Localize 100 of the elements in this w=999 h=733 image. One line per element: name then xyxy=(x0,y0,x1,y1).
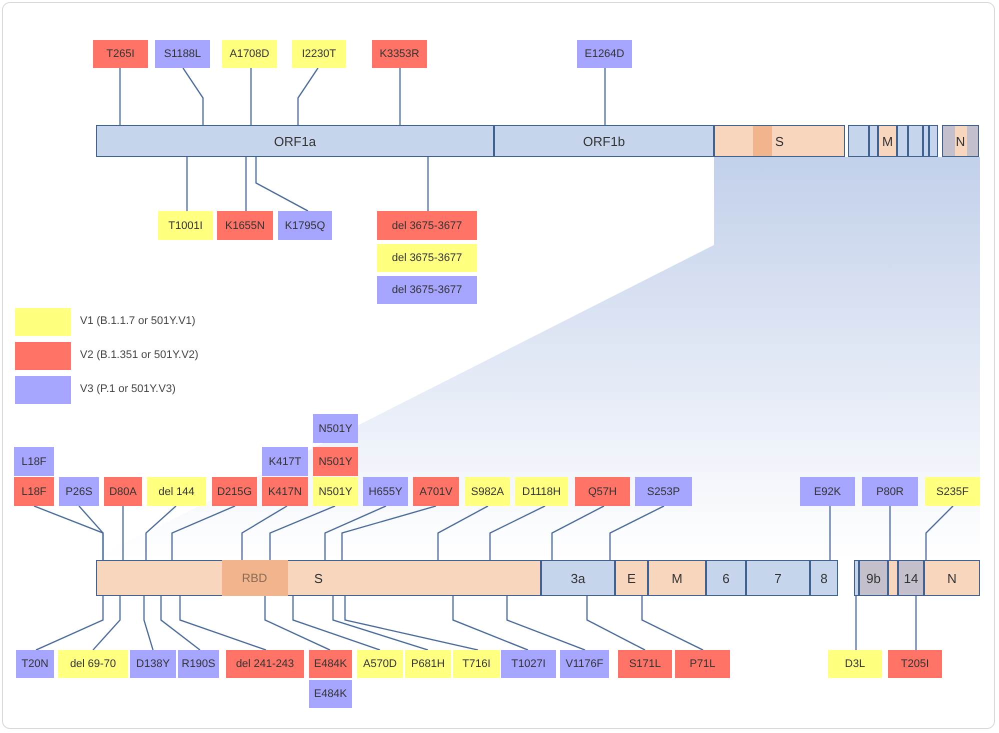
leader-line xyxy=(122,506,124,560)
leader-line xyxy=(925,506,954,560)
gene-segment xyxy=(854,560,859,596)
gene-segment: 6 xyxy=(706,560,746,596)
gene-segment: 7 xyxy=(746,560,810,596)
mutation-tag: T1027I xyxy=(501,650,556,678)
leader-line xyxy=(344,596,478,651)
mutation-tag: K417N xyxy=(262,477,308,506)
leader-line xyxy=(171,505,236,560)
leader-line xyxy=(145,506,176,560)
gene-label: S xyxy=(314,570,323,586)
leader-line xyxy=(506,596,586,651)
leader-line xyxy=(452,596,528,651)
mutation-tag: D80A xyxy=(104,477,142,506)
leader-line xyxy=(324,505,386,560)
mutation-tag: S171L xyxy=(618,650,672,678)
mutation-tag: S235F xyxy=(925,477,980,506)
mutation-tag: K3353R xyxy=(372,40,427,68)
mutation-tag: I2230T xyxy=(292,40,346,68)
mutation-tag: K1795Q xyxy=(278,211,332,240)
leader-line xyxy=(255,157,308,212)
leader-line xyxy=(889,506,891,560)
mutation-tag: P80R xyxy=(862,477,918,506)
mutation-tag: E484K xyxy=(309,650,352,678)
mutation-tag: del 3675-3677 xyxy=(377,276,477,304)
leader-line xyxy=(609,505,664,560)
gene-segment: 8 xyxy=(810,560,838,596)
gene-segment: 3a xyxy=(541,560,615,596)
leader-line xyxy=(264,596,330,651)
mutation-tag: D215G xyxy=(212,477,257,506)
gene-label: S xyxy=(775,134,784,148)
leader-line xyxy=(182,68,204,125)
mutation-tag: del 144 xyxy=(147,477,206,506)
domain-region: RBD xyxy=(222,560,288,596)
mutation-tag: Q57H xyxy=(575,477,630,506)
legend-text: V3 (P.1 or 501Y.V3) xyxy=(80,383,176,395)
leader-line xyxy=(297,68,319,125)
gene-segment xyxy=(869,125,878,157)
mutation-tag: H655Y xyxy=(363,477,408,506)
mutation-tag: S982A xyxy=(465,477,510,506)
leader-line xyxy=(179,596,266,651)
leader-line xyxy=(437,505,488,560)
mutation-tag: del 3675-3677 xyxy=(377,244,477,272)
gene-label: N xyxy=(956,134,966,148)
leader-line xyxy=(915,596,917,650)
leader-line xyxy=(829,506,831,560)
legend-text: V2 (B.1.351 or 501Y.V2) xyxy=(80,349,198,361)
mutation-tag: D138Y xyxy=(130,650,176,678)
gene-segment xyxy=(942,125,979,157)
gene-segment xyxy=(929,125,938,157)
leader-line xyxy=(641,596,704,651)
mutation-tag: D3L xyxy=(828,650,882,678)
leader-line xyxy=(427,157,429,211)
leader-line xyxy=(241,505,288,560)
mutation-tag: T716I xyxy=(453,650,500,678)
gene-segment: 9b xyxy=(859,560,888,596)
gene-segment xyxy=(96,560,541,596)
leader-line xyxy=(119,68,121,125)
leader-line xyxy=(186,157,188,211)
leader-line xyxy=(78,506,104,560)
mutation-tag: V1176F xyxy=(560,650,609,678)
leader-line xyxy=(855,596,857,650)
mutation-tag: E484K xyxy=(309,680,352,708)
gene-segment: N xyxy=(924,560,980,596)
mutation-tag: K1655N xyxy=(217,211,273,240)
mutation-tag: A1708D xyxy=(222,40,277,68)
gene-segment xyxy=(714,125,845,157)
leader-line xyxy=(269,505,336,560)
gene-segment: E xyxy=(615,560,648,596)
leader-line xyxy=(551,505,604,560)
leader-line xyxy=(489,505,546,560)
mutation-tag: T20N xyxy=(16,650,54,678)
gene-segment xyxy=(908,125,923,157)
leader-line xyxy=(36,596,104,651)
leader-line xyxy=(399,68,401,125)
mutation-tag: L18F xyxy=(14,447,54,476)
mutation-tag: E92K xyxy=(800,477,855,506)
mutation-tag: E1264D xyxy=(577,40,632,68)
leader-line xyxy=(250,68,252,125)
leader-line xyxy=(586,596,646,651)
mutation-tag: T205I xyxy=(888,650,942,678)
mutation-tag: T265I xyxy=(93,40,148,68)
gene-segment: M xyxy=(648,560,706,596)
mutation-tag: S1188L xyxy=(155,40,210,68)
leader-line xyxy=(245,157,247,211)
mutation-tag: P681H xyxy=(405,650,451,678)
gene-segment xyxy=(897,125,908,157)
mutation-tag: R190S xyxy=(178,650,219,678)
mutation-tag: del 3675-3677 xyxy=(377,211,477,240)
mutation-tag: P71L xyxy=(675,650,730,678)
gene-segment: ORF1a xyxy=(96,125,494,157)
leader-line xyxy=(604,68,606,125)
mutation-tag: D1118H xyxy=(515,477,568,506)
leader-line xyxy=(332,596,428,651)
gene-segment: ORF1b xyxy=(494,125,714,157)
leader-line xyxy=(160,596,200,651)
mutation-tag: N501Y xyxy=(313,477,358,506)
mutation-tag: P26S xyxy=(59,477,99,506)
gene-segment xyxy=(888,560,898,596)
leader-line xyxy=(143,596,154,650)
